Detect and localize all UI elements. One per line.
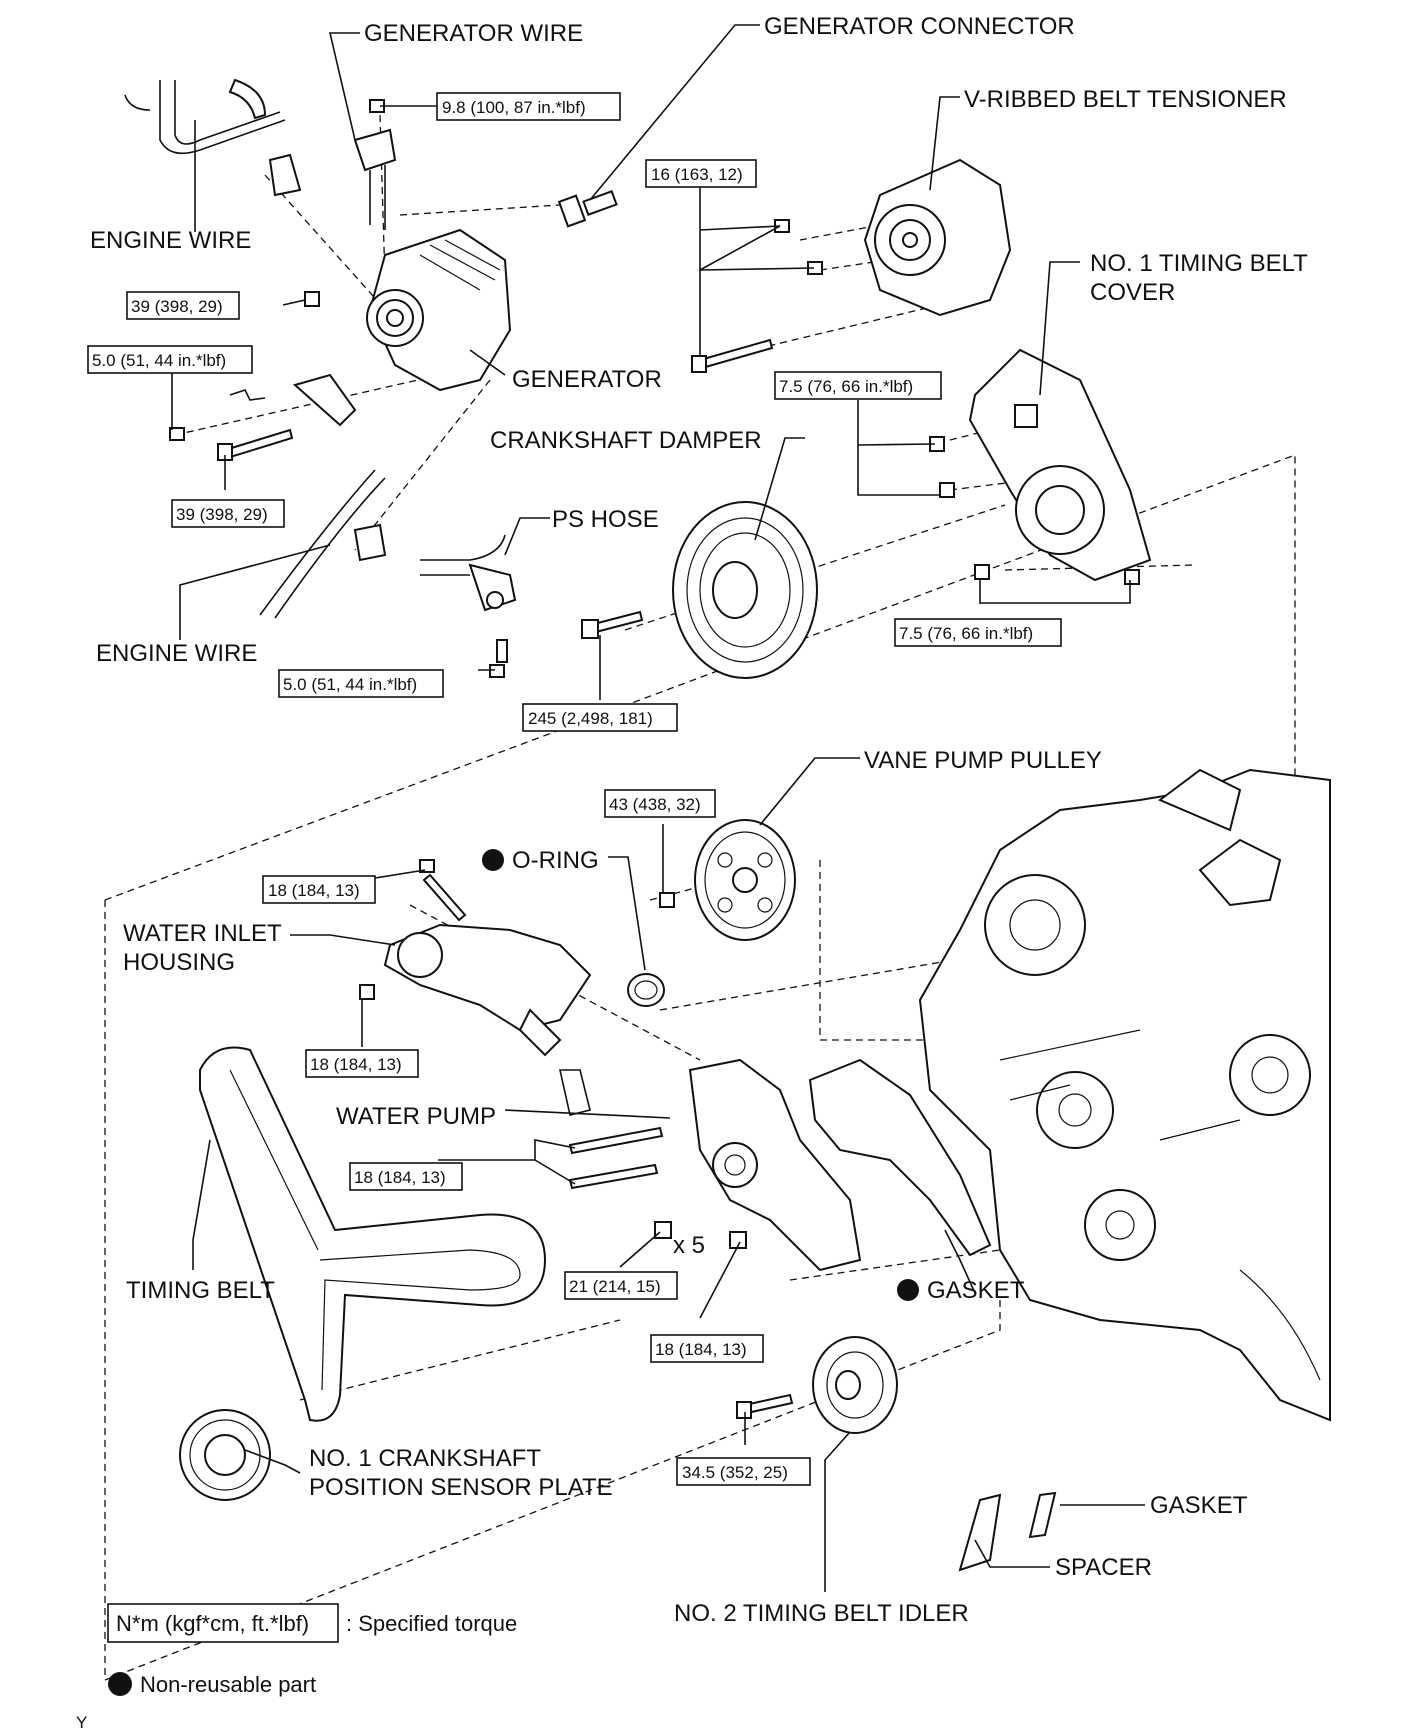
label-crankshaft-sensor-plate-line1: NO. 1 CRANKSHAFT (309, 1445, 541, 1472)
label-timing-belt-idler: NO. 2 TIMING BELT IDLER (674, 1600, 969, 1627)
svg-text:39 (398, 29): 39 (398, 29) (176, 505, 268, 524)
non-reusable-mark-o-ring (482, 849, 504, 871)
label-engine-wire-bottom: ENGINE WIRE (96, 640, 257, 667)
svg-text:7.5 (76, 66 in.*lbf): 7.5 (76, 66 in.*lbf) (899, 624, 1033, 643)
torque-box-bracket-bolt: 5.0 (51, 44 in.*lbf) (87, 345, 253, 374)
label-water-inlet-housing-line2: HOUSING (123, 949, 235, 976)
label-engine-wire-top: ENGINE WIRE (90, 227, 251, 254)
label-generator-wire: GENERATOR WIRE (364, 20, 583, 47)
generator-wire-part (353, 99, 397, 230)
ps-hose-part (420, 534, 517, 678)
torque-box-inlet-upper: 18 (184, 13) (262, 875, 376, 904)
timing-belt-cover-part (929, 348, 1152, 585)
svg-text:18 (184, 13): 18 (184, 13) (268, 881, 360, 900)
torque-box-generator-lower: 39 (398, 29) (171, 499, 285, 528)
legend-torque-unit: N*m (kgf*cm, ft.*lbf) (116, 1611, 309, 1636)
label-gasket-water-pump: GASKET (927, 1277, 1025, 1304)
svg-text:39 (398, 29): 39 (398, 29) (131, 297, 223, 316)
label-timing-belt-cover-line1: NO. 1 TIMING BELT (1090, 250, 1308, 277)
svg-text:245 (2,498, 181): 245 (2,498, 181) (528, 709, 653, 728)
leader-lines (179, 24, 1145, 1592)
legend-non-reusable: Non-reusable part (140, 1672, 316, 1697)
svg-text:5.0 (51, 44 in.*lbf): 5.0 (51, 44 in.*lbf) (92, 351, 226, 370)
label-timing-belt-cover-line2: COVER (1090, 279, 1175, 306)
label-o-ring: O-RING (512, 847, 599, 874)
torque-box-generator-wire-nut: 9.8 (100, 87 in.*lbf) (436, 92, 621, 121)
label-v-ribbed-belt-tensioner: V-RIBBED BELT TENSIONER (964, 86, 1287, 113)
non-reusable-mark-gasket (897, 1279, 919, 1301)
torque-box-cover-upper: 7.5 (76, 66 in.*lbf) (774, 371, 942, 400)
torque-box-tensioner: 16 (163, 12) (645, 159, 757, 188)
svg-text:16 (163, 12): 16 (163, 12) (651, 165, 743, 184)
legend-torque-desc: : Specified torque (346, 1611, 517, 1636)
svg-text:18 (184, 13): 18 (184, 13) (354, 1168, 446, 1187)
label-ps-hose: PS HOSE (552, 506, 659, 533)
non-reusable-legend-mark (108, 1672, 132, 1696)
svg-text:34.5 (352, 25): 34.5 (352, 25) (682, 1463, 788, 1482)
engine-wire-top-part (124, 78, 302, 197)
crankshaft-sensor-plate-part (179, 1409, 271, 1501)
torque-box-water-pump-bolts: 18 (184, 13) (349, 1162, 463, 1191)
crankshaft-damper-part (581, 501, 818, 679)
generator-bracket-part (169, 373, 357, 461)
torque-box-ps-hose-bolt: 5.0 (51, 44 in.*lbf) (278, 669, 444, 698)
svg-text:18 (184, 13): 18 (184, 13) (310, 1055, 402, 1074)
label-vane-pump-pulley: VANE PUMP PULLEY (864, 747, 1102, 774)
label-timing-belt: TIMING BELT (126, 1277, 275, 1304)
label-x5: x 5 (673, 1232, 705, 1259)
torque-box-vane-pump-nut: 43 (438, 32) (604, 789, 716, 818)
label-gasket-spacer: GASKET (1150, 1492, 1248, 1519)
engine-block-part (918, 768, 1331, 1422)
svg-text:9.8 (100, 87 in.*lbf): 9.8 (100, 87 in.*lbf) (442, 98, 586, 117)
label-spacer: SPACER (1055, 1554, 1152, 1581)
water-pump-part (568, 1058, 992, 1272)
svg-text:21 (214, 15): 21 (214, 15) (569, 1277, 661, 1296)
svg-text:5.0 (51, 44 in.*lbf): 5.0 (51, 44 in.*lbf) (283, 675, 417, 694)
engine-wire-bottom-part (259, 469, 387, 619)
generator-connector-part (557, 190, 618, 228)
torque-box-water-pump-nut: 18 (184, 13) (650, 1334, 764, 1363)
torque-box-inlet-lower: 18 (184, 13) (305, 1049, 419, 1078)
torque-box-idler-bolt: 34.5 (352, 25) (676, 1457, 811, 1486)
label-water-inlet-housing-line1: WATER INLET (123, 920, 282, 947)
water-inlet-housing-part (359, 859, 665, 1116)
torque-box-crankshaft-bolt: 245 (2,498, 181) (522, 703, 678, 732)
torque-box-generator-upper: 39 (398, 29) (126, 291, 240, 320)
torque-box-water-pump-x5: 21 (214, 15) (564, 1271, 678, 1300)
corner-mark: Y (76, 1713, 87, 1732)
timing-belt-idler-part (736, 1336, 898, 1434)
torque-leader-lines (171, 105, 1131, 1445)
label-crankshaft-damper: CRANKSHAFT DAMPER (490, 427, 762, 454)
label-generator: GENERATOR (512, 366, 662, 393)
label-crankshaft-sensor-plate-line2: POSITION SENSOR PLATE (309, 1474, 613, 1501)
v-ribbed-belt-tensioner-part (691, 158, 1012, 373)
generator-part (304, 228, 512, 392)
torque-box-cover-lower: 7.5 (76, 66 in.*lbf) (894, 618, 1062, 647)
timing-belt-part (199, 1046, 547, 1422)
label-generator-connector: GENERATOR CONNECTOR (764, 13, 1075, 40)
svg-text:43 (438, 32): 43 (438, 32) (609, 795, 701, 814)
svg-text:7.5 (76, 66 in.*lbf): 7.5 (76, 66 in.*lbf) (779, 377, 913, 396)
label-water-pump: WATER PUMP (336, 1103, 496, 1130)
vane-pump-pulley-part (659, 819, 796, 941)
legend-torque-box (107, 1603, 339, 1643)
spacer-gasket-part (958, 1491, 1057, 1572)
legend: N*m (kgf*cm, ft.*lbf) : Specified torque… (76, 1603, 517, 1732)
svg-text:18 (184, 13): 18 (184, 13) (655, 1340, 747, 1359)
